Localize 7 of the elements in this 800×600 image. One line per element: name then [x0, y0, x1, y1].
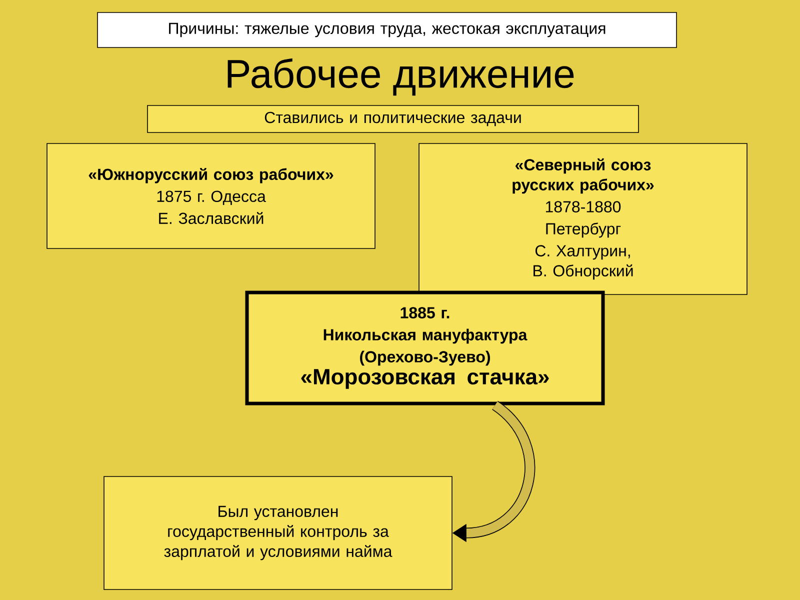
- process-box: «Южнорусский союз рабочих» 1875 г. Одесса Е. Заславский: [46, 143, 376, 249]
- process-box: Причины: тяжелые условия труда, жестокая эксплуатация: [97, 12, 677, 48]
- process-box: 1885 г. Никольская мануфактура (Орехово-Зуево) «Морозовская стачка»: [245, 290, 605, 406]
- process-box: Ставились и политические задачи: [147, 105, 639, 133]
- title: Рабочее движение: [228, 58, 574, 96]
- process-box: «Северный союз русских рабочих» 1878-1880 Петербург С. Халтурин, В. Обнорский: [418, 143, 748, 295]
- result-box: Был установлен государственный контроль за зарплатой и условиями найма: [104, 476, 452, 590]
